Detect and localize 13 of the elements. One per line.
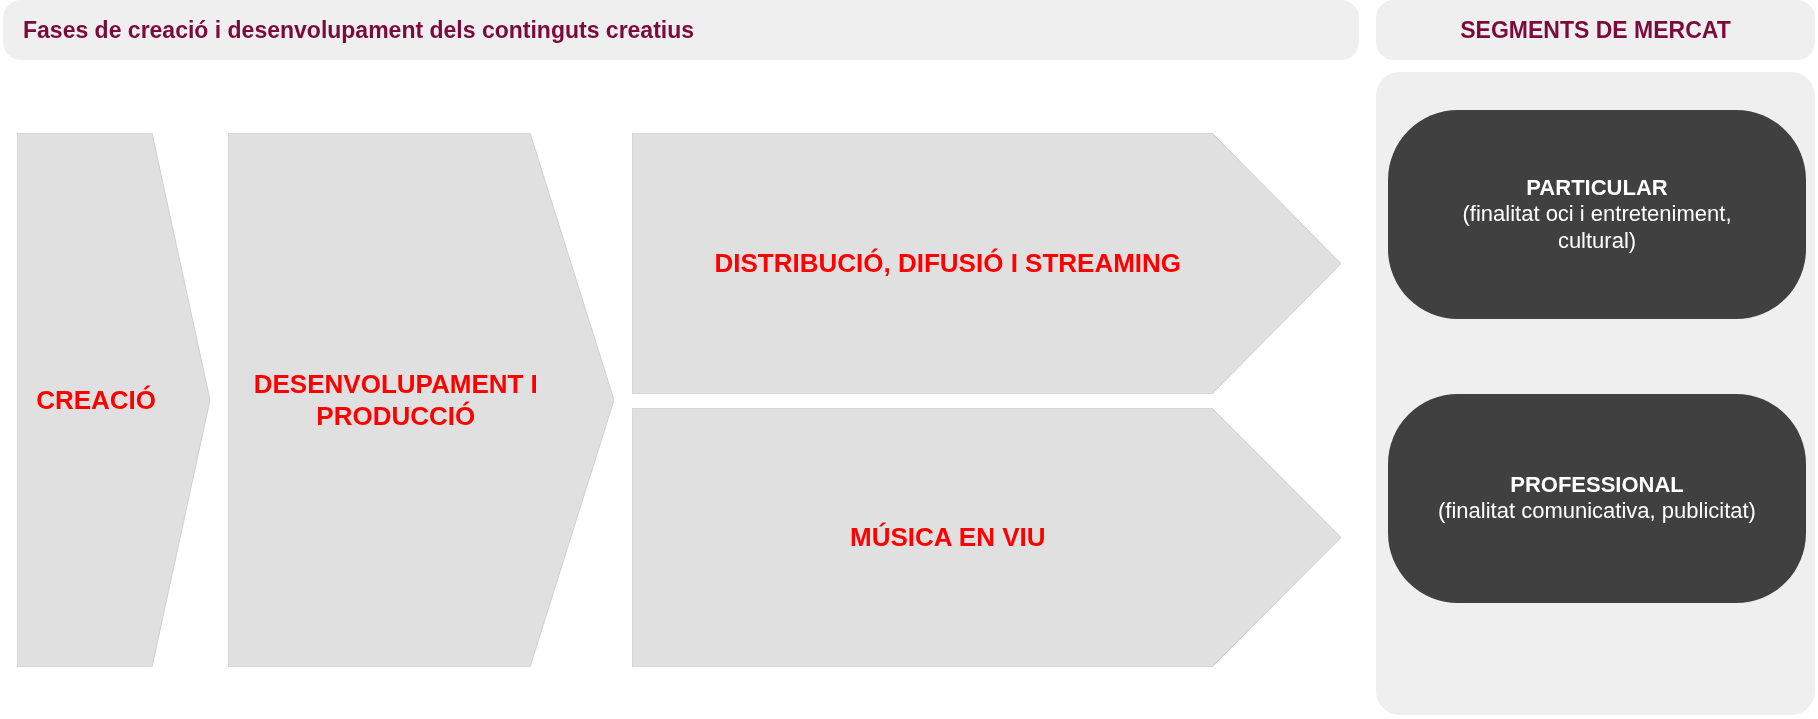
stage-label: CREACIÓ: [36, 383, 157, 417]
panel-background: [1376, 72, 1815, 715]
segment-title: PARTICULAR: [1526, 175, 1668, 202]
stage-label: MÚSICA EN VIU: [850, 521, 1046, 554]
segment-title: PROFESSIONAL: [1510, 472, 1684, 499]
section-title: SEGMENTS DE MERCAT: [1460, 16, 1731, 44]
segment-description: (finalitat comunicativa, publicitat): [1438, 498, 1756, 525]
segment-description: (finalitat oci i entreteniment, cultural): [1461, 201, 1733, 254]
stage-label: DISTRIBUCIÓ, DIFUSIÓ I STREAMING: [714, 247, 1182, 280]
section-title: Fases de creació i desenvolupament dels continguts creatius: [23, 16, 695, 44]
stage-label: DESENVOLUPAMENT I PRODUCCIÓ: [252, 367, 539, 433]
segment-box: [1388, 110, 1806, 319]
segment-box: [1388, 394, 1806, 603]
